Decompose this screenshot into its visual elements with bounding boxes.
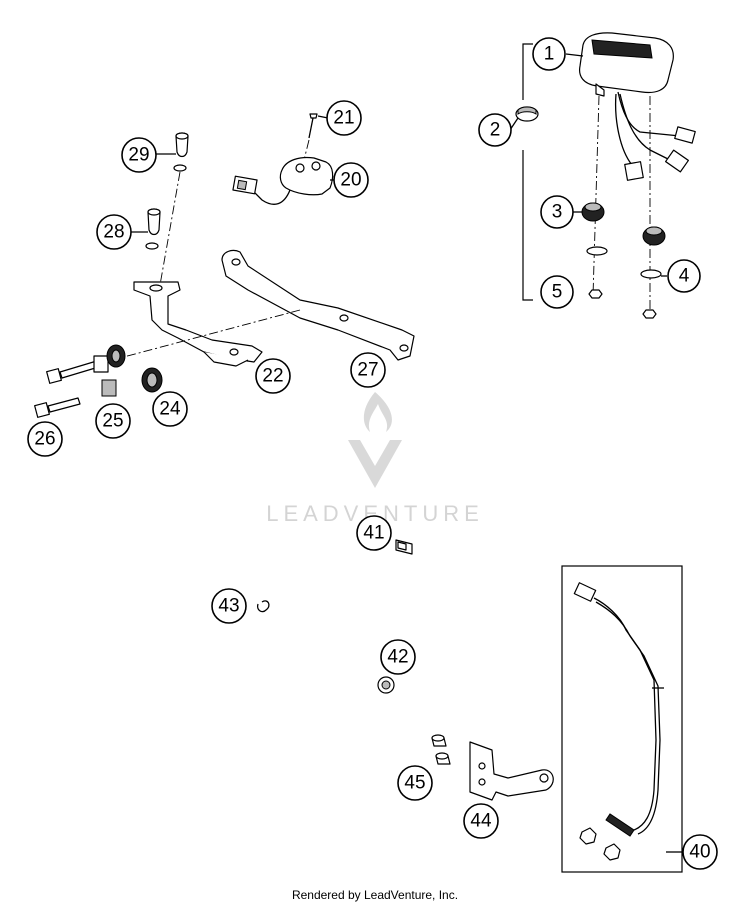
callout-1[interactable]: 1: [532, 37, 566, 71]
callout-40[interactable]: 40: [682, 834, 718, 870]
part-2-cap: [515, 106, 539, 122]
svg-text:2: 2: [490, 120, 501, 141]
part-25-spacer: [93, 355, 117, 397]
part-24-grommet: [106, 344, 163, 393]
callout-22[interactable]: 22: [255, 358, 291, 394]
callout-4[interactable]: 4: [667, 259, 701, 293]
svg-text:43: 43: [218, 596, 239, 617]
part-21-screw: [303, 113, 318, 161]
callout-41[interactable]: 41: [356, 515, 392, 551]
part-4-washer: [586, 246, 662, 279]
part-29-bolt: [159, 132, 189, 286]
part-41-clip: [395, 539, 413, 555]
part-22-bracket: [133, 281, 263, 367]
part-44-bracket: [469, 741, 554, 801]
callout-45[interactable]: 45: [397, 765, 433, 801]
svg-text:26: 26: [34, 429, 55, 450]
svg-text:20: 20: [340, 170, 361, 191]
group-bracket-1-5: [522, 43, 533, 301]
callout-2[interactable]: 2: [478, 113, 512, 147]
part-40-sensor-kit: [561, 565, 683, 873]
callout-5[interactable]: 5: [540, 275, 574, 309]
svg-text:22: 22: [262, 366, 283, 387]
svg-text:27: 27: [357, 360, 378, 381]
callout-leaders: [129, 53, 682, 853]
part-1-display-unit: [578, 32, 696, 315]
svg-text:1: 1: [544, 44, 555, 65]
callout-27[interactable]: 27: [350, 352, 386, 388]
svg-text:42: 42: [387, 647, 408, 668]
callout-3[interactable]: 3: [540, 195, 574, 229]
svg-text:45: 45: [404, 773, 425, 794]
part-3-grommet: [581, 202, 666, 246]
part-43-snap-ring: [256, 600, 270, 613]
callout-21[interactable]: 21: [326, 100, 362, 136]
part-27-bracket: [119, 249, 415, 361]
watermark: LEADVENTURE: [266, 392, 479, 526]
svg-text:29: 29: [128, 145, 149, 166]
svg-text:44: 44: [470, 811, 492, 832]
part-28-bolt: [145, 208, 161, 250]
part-42-grommet: [377, 676, 395, 694]
part-45-screw: [431, 734, 451, 765]
svg-text:25: 25: [102, 411, 123, 432]
callout-20[interactable]: 20: [333, 162, 369, 198]
svg-text:3: 3: [552, 202, 563, 223]
callout-28[interactable]: 28: [96, 214, 132, 250]
callout-42[interactable]: 42: [380, 639, 416, 675]
footer-credit: Rendered by LeadVenture, Inc.: [291, 888, 459, 902]
callout-26[interactable]: 26: [27, 421, 63, 457]
svg-text:5: 5: [552, 282, 563, 303]
callout-29[interactable]: 29: [121, 137, 157, 173]
svg-text:41: 41: [363, 523, 384, 544]
svg-text:40: 40: [689, 842, 710, 863]
part-26-bolt: [34, 359, 103, 418]
part-5-nut: [588, 289, 657, 319]
callout-44[interactable]: 44: [463, 803, 499, 839]
callout-24[interactable]: 24: [152, 391, 188, 427]
svg-text:28: 28: [103, 222, 124, 243]
callout-25[interactable]: 25: [95, 403, 131, 439]
part-20-sensor: [232, 156, 334, 205]
svg-text:4: 4: [679, 266, 690, 287]
callout-43[interactable]: 43: [211, 588, 247, 624]
svg-text:24: 24: [159, 399, 181, 420]
svg-text:21: 21: [333, 108, 354, 129]
